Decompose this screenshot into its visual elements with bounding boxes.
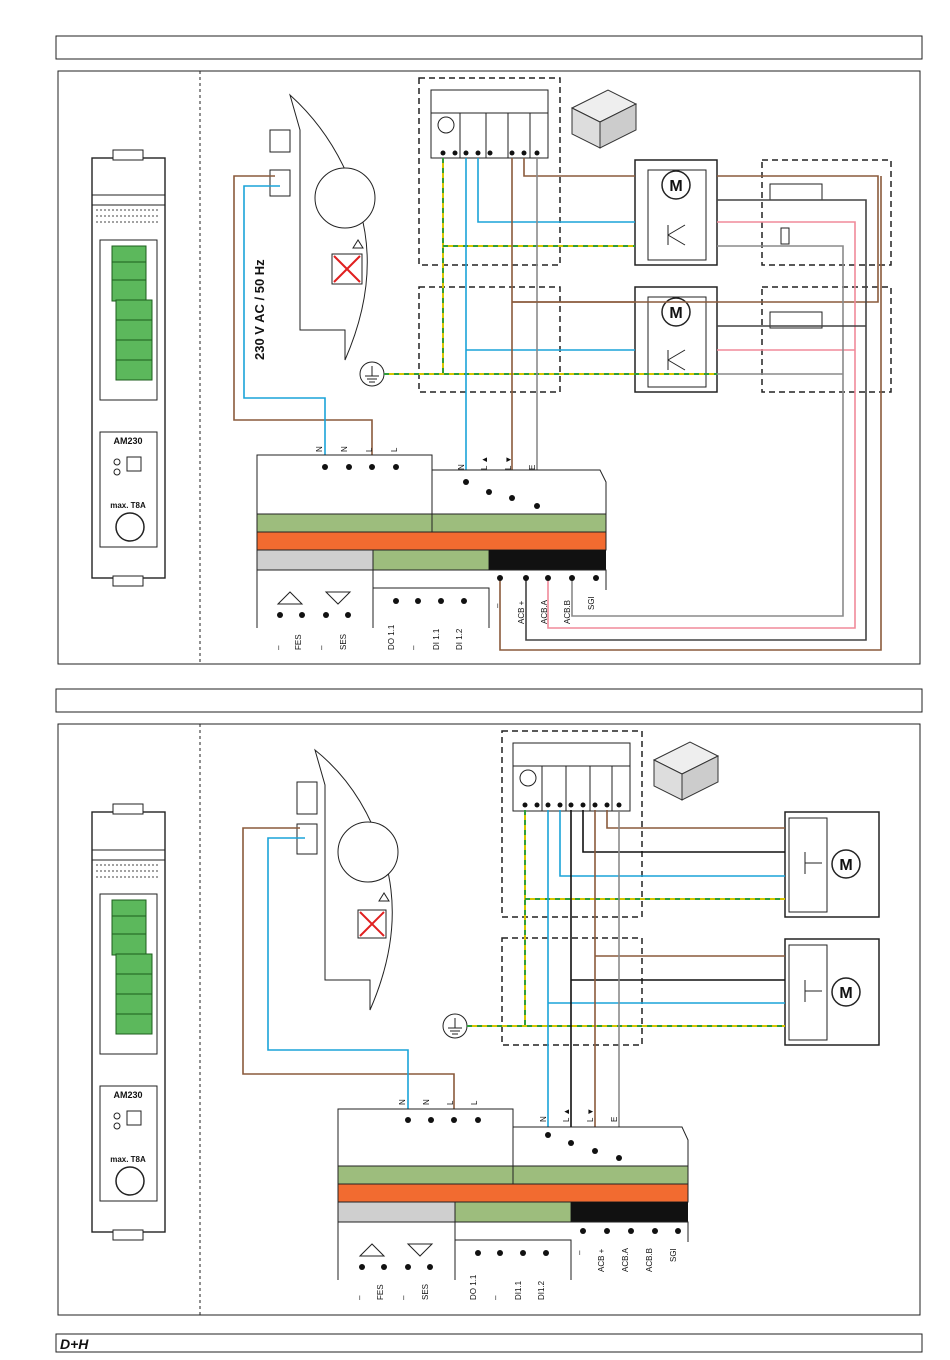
am230-module-1: AM230 max. T8A <box>92 150 165 586</box>
svg-text:N: N <box>340 446 349 452</box>
svg-text:–: – <box>274 645 283 650</box>
svg-text:ACB +: ACB + <box>597 1248 606 1272</box>
svg-text:DO 1.1: DO 1.1 <box>387 624 396 650</box>
module-name-2: AM230 <box>113 1090 142 1100</box>
footer-logo: D+H <box>60 1336 89 1352</box>
svg-text:ACB.B: ACB.B <box>645 1248 654 1272</box>
section-header-1 <box>56 36 922 59</box>
junction-box-icon-1 <box>572 90 636 148</box>
svg-text:L ▼: L ▼ <box>504 456 513 470</box>
svg-text:L: L <box>365 447 374 452</box>
module-name-1: AM230 <box>113 436 142 446</box>
motor-symbol: M <box>839 985 852 1002</box>
svg-text:L: L <box>446 1100 455 1105</box>
wires-panel-2 <box>243 810 785 1158</box>
svg-text:ACB.B: ACB.B <box>563 600 572 624</box>
supply-voltage-label: 230 V AC / 50 Hz <box>252 259 267 360</box>
motor-symbol: M <box>669 305 682 322</box>
svg-text:–: – <box>317 645 326 650</box>
svg-text:–: – <box>399 1295 408 1300</box>
svg-text:–: – <box>493 603 502 608</box>
svg-text:L ▲: L ▲ <box>480 456 489 470</box>
controller-2 <box>338 1109 688 1280</box>
motor-3: M <box>785 812 879 917</box>
svg-text:DI 1.1: DI 1.1 <box>432 628 441 650</box>
earth-symbol-2 <box>443 1014 467 1038</box>
svg-text:L ▲: L ▲ <box>562 1108 571 1122</box>
motor-4: M <box>785 939 879 1045</box>
footer-bar <box>56 1334 922 1352</box>
motor-symbol: M <box>839 857 852 874</box>
panel-1-frame <box>58 71 920 664</box>
svg-text:N: N <box>457 464 466 470</box>
svg-text:ACB.A: ACB.A <box>621 1247 630 1272</box>
motor-symbol: M <box>669 178 682 195</box>
svg-text:FES: FES <box>294 634 303 650</box>
section-header-2 <box>56 689 922 712</box>
svg-text:DO 1.1: DO 1.1 <box>469 1274 478 1300</box>
control-unit-sketch-1 <box>270 95 375 360</box>
svg-text:–: – <box>575 1250 584 1255</box>
svg-text:DI 1.2: DI 1.2 <box>455 628 464 650</box>
svg-text:DI1.2: DI1.2 <box>537 1280 546 1300</box>
svg-text:N: N <box>315 446 324 452</box>
svg-text:N: N <box>539 1116 548 1122</box>
svg-text:E: E <box>528 465 537 470</box>
svg-text:SES: SES <box>421 1284 430 1300</box>
svg-text:ACB +: ACB + <box>517 600 526 624</box>
svg-text:ACB.A: ACB.A <box>540 599 549 624</box>
svg-text:N: N <box>422 1099 431 1105</box>
svg-text:L: L <box>390 447 399 452</box>
motor-1: M <box>635 160 717 265</box>
module-fuse-2: max. T8A <box>110 1155 146 1164</box>
svg-text:E: E <box>610 1117 619 1122</box>
svg-text:–: – <box>355 1295 364 1300</box>
control-unit-sketch-2 <box>297 750 398 1010</box>
am230-module-2: AM230 max. T8A <box>92 804 165 1240</box>
svg-text:N: N <box>398 1099 407 1105</box>
controller-1 <box>257 455 606 628</box>
svg-text:L ▼: L ▼ <box>586 1108 595 1122</box>
svg-text:FES: FES <box>376 1284 385 1300</box>
svg-text:L: L <box>470 1100 479 1105</box>
svg-text:SGI: SGI <box>669 1248 678 1262</box>
earth-symbol-1 <box>360 362 384 386</box>
svg-text:–: – <box>409 645 418 650</box>
svg-text:DI1.1: DI1.1 <box>514 1280 523 1300</box>
svg-text:–: – <box>491 1295 500 1300</box>
svg-text:SES: SES <box>339 634 348 650</box>
module-fuse-1: max. T8A <box>110 501 146 510</box>
svg-text:SGI: SGI <box>587 596 596 610</box>
junction-box-icon-2 <box>654 742 718 800</box>
